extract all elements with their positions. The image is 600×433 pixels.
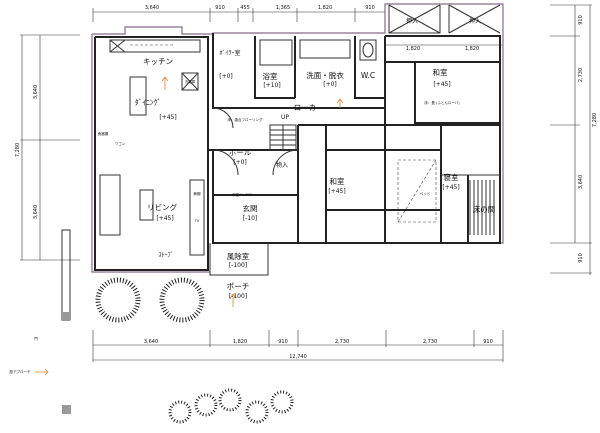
dim-bottom-1: 3,640	[144, 339, 158, 345]
dim-right-1: 910	[578, 15, 584, 25]
dim-inner-1: 1,820	[406, 46, 420, 52]
dim-inner-2: 1,820	[465, 46, 479, 52]
room-storage: 物入	[276, 161, 288, 169]
stove-label: ｽﾄｰﾌﾞ	[158, 252, 173, 259]
room-closet-2: 押入	[469, 17, 481, 25]
room-hall: ホール	[229, 148, 252, 157]
room-windbreak-level: [-100]	[229, 262, 247, 269]
shrub-icon	[218, 388, 242, 412]
arrow-icon	[161, 76, 169, 90]
floor-note: 床：複合フローリング	[228, 117, 263, 122]
room-wc: W.C	[361, 71, 375, 80]
room-bedroom-level: [+45]	[442, 184, 459, 191]
tree-icon	[159, 277, 205, 323]
dim-top-4: 1,365	[276, 5, 290, 11]
room-hall-level: [+0]	[233, 159, 247, 166]
dimension-labels: 3,640 910 455 1,365 1,820 910 1,820 1,82…	[15, 5, 598, 360]
approach-label: 庭アプローチ	[10, 369, 31, 374]
dim-bottom-3: 910	[278, 339, 288, 345]
dim-right-5: 910	[578, 253, 584, 263]
dim-total: 12,740	[289, 354, 307, 360]
dim-bottom-6: 910	[483, 339, 493, 345]
room-boiler-level: [+0]	[219, 73, 233, 80]
dim-bottom-4: 2,730	[335, 339, 349, 345]
shrub-icon	[194, 393, 218, 417]
room-washroom-level: [+0]	[323, 81, 337, 88]
room-tokonoma: 床の間	[473, 204, 496, 214]
room-porch: ポーチ	[227, 282, 250, 291]
shrub-icon	[168, 400, 192, 424]
room-corridor: ローカ	[294, 103, 317, 112]
cupboard-label: 食器棚	[98, 131, 109, 136]
room-windbreak: 風除室	[227, 251, 250, 261]
wagon-label: ワゴン	[115, 141, 126, 146]
dim-top-6: 910	[365, 5, 375, 11]
dimension-lines	[20, 4, 592, 362]
shrub-icon	[270, 390, 294, 414]
dim-top-1: 3,640	[145, 5, 159, 11]
shelf-label: 飾棚	[194, 191, 201, 196]
room-labels: キッチン ﾀﾞｲﾆﾝｸﾞ [+45] ﾎﾞｲﾗｰ室 [+0] 浴室 [+10] …	[10, 17, 496, 374]
tatami-note: 床：畳 (ふとんローバ)	[424, 100, 460, 105]
room-washitsu-upper-level: [+45]	[433, 81, 450, 88]
room-dining-level: [+45]	[159, 114, 176, 121]
room-washroom: 洗面・脱衣	[306, 70, 344, 80]
room-bath-level: [+10]	[263, 82, 280, 89]
dim-top-5: 1,820	[318, 5, 332, 11]
room-kitchen: キッチン	[143, 57, 173, 66]
room-dining: ﾀﾞｲﾆﾝｸﾞ	[135, 98, 161, 107]
dim-left-1: 3,640	[33, 85, 39, 99]
room-entrance-level: [-10]	[243, 215, 257, 222]
room-washitsu-lower: 和室	[330, 176, 345, 186]
dim-top-3: 455	[240, 5, 250, 11]
dim-bottom-5: 2,730	[423, 339, 437, 345]
arrow-icon	[229, 293, 237, 307]
shrub-icon	[245, 400, 269, 424]
walls	[61, 3, 504, 414]
room-boiler: ﾎﾞｲﾗｰ室	[219, 49, 240, 57]
gate-label: 門	[34, 337, 38, 341]
tv-label: TV	[194, 219, 200, 223]
dim-top-2: 910	[215, 5, 225, 11]
dim-right-2: 2,730	[578, 68, 584, 82]
entry-arrows	[35, 76, 344, 376]
dim-left-2: 7,280	[15, 143, 21, 157]
dim-bottom-2: 1,820	[233, 339, 247, 345]
shrubs	[95, 277, 294, 424]
room-washitsu-upper: 和室	[433, 67, 448, 77]
room-closet-1: 押入	[406, 17, 418, 25]
tree-icon	[95, 277, 141, 323]
arrow-icon	[336, 98, 344, 108]
dim-right-4: 3,640	[578, 175, 584, 189]
room-living-level: [+45]	[156, 215, 173, 222]
room-living: リビング	[147, 202, 177, 212]
room-bath: 浴室	[263, 71, 278, 81]
handrail-note: 手摺 H=800	[232, 192, 252, 197]
dim-right-3: 7,280	[592, 113, 598, 127]
hatch-marker	[62, 405, 71, 414]
dim-left-3: 3,640	[33, 205, 39, 219]
room-bedroom: 寝室	[444, 172, 459, 182]
bed-label: ベッド	[420, 192, 431, 196]
arrow-icon	[35, 368, 49, 376]
room-washitsu-lower-level: [+45]	[328, 188, 345, 195]
fridge-label: 冷蔵庫	[185, 79, 196, 84]
room-porch-level: [-100]	[229, 293, 247, 300]
stairs-up-label: UP	[281, 114, 289, 121]
room-entrance: 玄関	[243, 203, 258, 213]
